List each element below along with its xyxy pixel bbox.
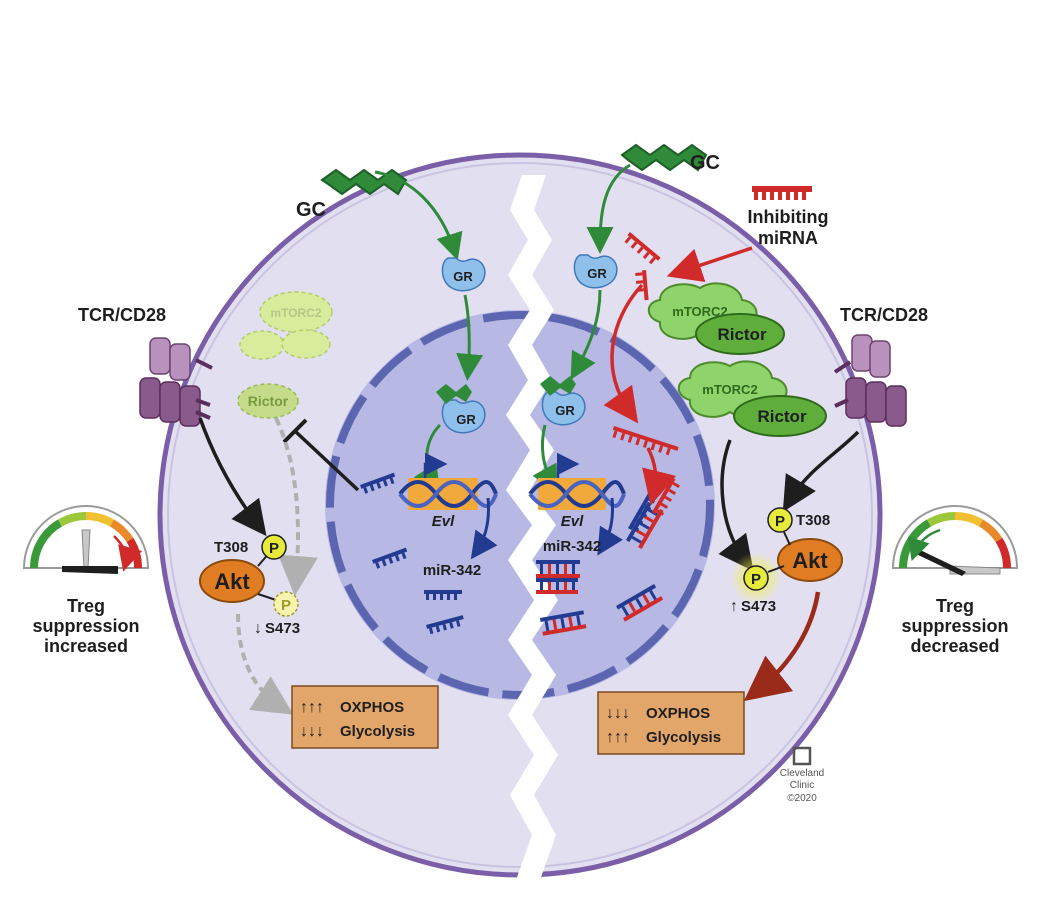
tcr-receptor-left bbox=[139, 337, 213, 427]
treg-left-line3: increased bbox=[44, 636, 128, 656]
tcr-label-left: TCR/CD28 bbox=[78, 305, 166, 325]
p-label-right-t308: P bbox=[775, 513, 785, 530]
treg-right-line1: Treg bbox=[936, 596, 974, 616]
oxphos-label-left: OXPHOS bbox=[340, 699, 404, 716]
logo-line2: Clinic bbox=[790, 780, 814, 791]
akt-left bbox=[199, 534, 299, 617]
gr-right-nucleus bbox=[540, 376, 586, 426]
metabolism-box-left bbox=[291, 685, 439, 749]
s473-arrow-right: ↑ bbox=[730, 598, 738, 615]
mtorc2-right-bottom bbox=[677, 360, 827, 437]
cleveland-clinic-logo bbox=[792, 746, 812, 766]
s473-label-left: S473 bbox=[265, 620, 300, 637]
glyco-label-left: Glycolysis bbox=[340, 723, 415, 740]
oxphos-label-right: OXPHOS bbox=[646, 705, 710, 722]
evl-label-right: Evl bbox=[561, 513, 584, 530]
evl-label-left: Evl bbox=[432, 513, 455, 530]
inhibiting-mirna-icon bbox=[752, 186, 812, 200]
glyco-label-right: Glycolysis bbox=[646, 729, 721, 746]
gauge-left bbox=[22, 505, 150, 574]
s473-arrow-left: ↓ bbox=[254, 620, 262, 637]
p-label-left-t308: P bbox=[269, 540, 279, 557]
black-arrows bbox=[198, 417, 860, 572]
rictor-label-right-top: Rictor bbox=[717, 325, 767, 344]
gr-left-cytoplasm bbox=[441, 257, 486, 292]
grey-dashed-arrows bbox=[236, 417, 318, 715]
treg-right-line3: decreased bbox=[910, 636, 999, 656]
t308-label-right: T308 bbox=[796, 512, 830, 529]
gr-left-nucleus bbox=[436, 384, 486, 434]
evl-to-mir-arrows bbox=[470, 497, 623, 560]
evl-gene-right bbox=[528, 452, 626, 510]
rictor-label-right-bottom: Rictor bbox=[757, 407, 807, 426]
mtorc2-label-right-top: mTORC2 bbox=[672, 304, 727, 319]
akt-label-right: Akt bbox=[792, 548, 828, 573]
tcr-receptor-right bbox=[833, 334, 907, 427]
mtorc2-left-faded bbox=[237, 291, 333, 419]
tcr-label-right: TCR/CD28 bbox=[840, 305, 928, 325]
gc-molecule-right bbox=[620, 143, 708, 172]
gr-label-right-nuc: GR bbox=[555, 403, 575, 418]
treg-left-line2: suppression bbox=[32, 616, 139, 636]
glyco-arrows-right: ↑↑↑ bbox=[606, 729, 630, 746]
metabolism-box-right bbox=[597, 691, 745, 755]
mtorc2-label-right-bottom: mTORC2 bbox=[702, 382, 757, 397]
gr-label-left-cyto: GR bbox=[453, 269, 473, 284]
brown-arrow bbox=[743, 591, 821, 702]
p-label-left-s473: P bbox=[281, 597, 291, 614]
logo-line1: Cleveland bbox=[780, 768, 824, 779]
gc-label-left: GC bbox=[296, 199, 326, 221]
treg-left-line1: Treg bbox=[67, 596, 105, 616]
mir342-label-left: miR-342 bbox=[423, 562, 481, 579]
evl-gene-left bbox=[398, 452, 498, 510]
t308-label-left: T308 bbox=[214, 539, 248, 556]
glyco-arrows-left: ↓↓↓ bbox=[300, 723, 324, 740]
gr-right-cytoplasm bbox=[573, 254, 618, 289]
p-label-right-s473: P bbox=[751, 571, 761, 588]
center-crack bbox=[506, 175, 558, 880]
oxphos-arrows-left: ↑↑↑ bbox=[300, 699, 324, 716]
treg-right-line2: suppression bbox=[901, 616, 1008, 636]
akt-label-left: Akt bbox=[214, 569, 250, 594]
mir342-label-right: miR-342 bbox=[543, 538, 601, 555]
rictor-label-left: Rictor bbox=[248, 393, 289, 409]
inhibiting-label: Inhibiting bbox=[748, 207, 829, 227]
logo-line3: ©2020 bbox=[787, 793, 817, 804]
gr-label-right-cyto: GR bbox=[587, 266, 607, 281]
mtorc2-right-top bbox=[647, 282, 785, 355]
mtorc2-label-left: mTORC2 bbox=[270, 306, 321, 320]
inhibition-line-left bbox=[282, 418, 360, 492]
gc-molecule-left bbox=[320, 168, 408, 196]
red-arrows bbox=[603, 246, 753, 506]
mirna-label: miRNA bbox=[758, 228, 818, 248]
s473-label-right: S473 bbox=[741, 598, 776, 615]
gauge-right bbox=[891, 505, 1019, 576]
akt-right bbox=[730, 507, 843, 604]
gc-label-right: GC bbox=[690, 152, 720, 174]
gr-label-left-nuc: GR bbox=[456, 412, 476, 427]
oxphos-arrows-right: ↓↓↓ bbox=[606, 705, 630, 722]
